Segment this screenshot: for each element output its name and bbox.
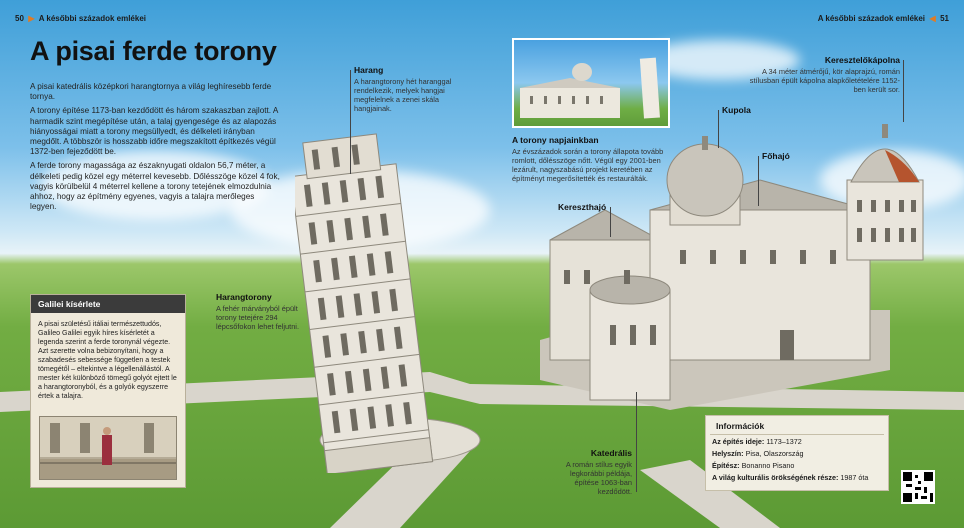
label-katedralis: Katedrális A román stílus egyik legkoráb… <box>556 448 632 497</box>
info-key: A világ kulturális örökségének része: <box>712 472 839 482</box>
leader-line <box>610 207 611 237</box>
path-diagonal-right <box>640 460 780 528</box>
leaning-tower-illustration <box>295 133 434 473</box>
label-text: A román stílus egyik legkorábbi példája,… <box>565 460 632 496</box>
info-value: 1987 óta <box>840 472 869 482</box>
info-title: Információk <box>710 416 884 435</box>
path-horizontal <box>0 372 964 412</box>
label-kereszthajo: Kereszthajó <box>558 203 606 214</box>
info-key: Helyszín: <box>712 448 744 458</box>
label-title: Harangtorony <box>216 292 272 302</box>
info-key: Építész: <box>712 460 740 470</box>
info-key: Az építés ideje: <box>712 436 765 446</box>
baptistery-illustration <box>846 124 924 261</box>
intro-paragraph: A pisai katedrális középkori harangtorny… <box>30 82 272 102</box>
page-number-left: 50 <box>15 14 24 23</box>
label-title: Főhajó <box>762 151 790 161</box>
photo-buildings <box>520 57 660 119</box>
galilei-title: Galilei kísérlete <box>31 295 185 313</box>
path-diagonal <box>330 440 480 528</box>
qr-code[interactable] <box>901 470 935 504</box>
label-text: A fehér márványból épült torony tetejére… <box>216 304 299 331</box>
page-title: A pisai ferde torony <box>30 36 277 66</box>
label-title: Kereszthajó <box>558 202 607 212</box>
leader-line <box>758 156 759 206</box>
label-title: Katedrális <box>590 448 632 458</box>
leader-line <box>350 70 351 174</box>
label-harangtorony: Harangtorony A fehér márványból épült to… <box>216 292 316 332</box>
qr-code-icon <box>903 472 933 502</box>
galilei-text: A pisai születésű itáliai természettudós… <box>38 320 177 400</box>
label-foehajo: Főhajó <box>762 152 790 163</box>
info-value: 1173–1372 <box>766 436 802 446</box>
intro-paragraph: A ferde torony magassága az északnyugati… <box>30 161 280 212</box>
info-row: Az építés ideje: 1173–1372 <box>706 435 888 447</box>
info-value: Bonanno Pisano <box>741 460 795 470</box>
galilei-figure <box>40 417 176 479</box>
label-title: Kupola <box>722 105 751 115</box>
intro-text: A pisai katedrális középkori harangtorny… <box>30 82 282 216</box>
arrow-left-icon: ◀ <box>927 14 938 23</box>
photo-inset <box>512 38 670 128</box>
label-title: Keresztelőkápolna <box>824 55 900 65</box>
label-napjaink: A torony napjainkban Az évszázadok során… <box>512 135 672 184</box>
header-right: A későbbi századok emlékei ◀ 51 <box>818 14 949 23</box>
label-text: Az évszázadok során a torony állapota to… <box>512 147 664 183</box>
label-text: A harangtorony hét haranggal rendelkezik… <box>354 77 452 113</box>
label-keresztelo: Keresztelőkápolna A 34 méter átmérőjű, k… <box>744 55 900 95</box>
leader-line <box>718 110 719 148</box>
leader-line <box>636 392 637 492</box>
info-row: A világ kulturális örökségének része: 19… <box>706 471 888 483</box>
cathedral-illustration <box>540 136 890 410</box>
label-harang: Harang A harangtorony hét haranggal rend… <box>354 65 456 114</box>
leader-line <box>903 60 904 122</box>
arrow-right-icon: ▶ <box>26 14 37 23</box>
label-kupola: Kupola <box>722 106 751 117</box>
info-row: Építész: Bonanno Pisano <box>706 459 888 471</box>
header-left: 50 ▶ A későbbi századok emlékei <box>15 14 146 23</box>
label-title: Harang <box>354 65 384 75</box>
intro-paragraph: A torony építése 1173-ban kezdődött és h… <box>30 106 278 157</box>
info-value: Pisa, Olaszország <box>745 448 804 458</box>
running-title-right: A későbbi századok emlékei <box>817 14 926 23</box>
page-number-right: 51 <box>940 14 949 23</box>
label-title: A torony napjainkban <box>512 135 599 145</box>
galilei-sidebar: Galilei kísérlete A pisai születésű itál… <box>30 294 186 488</box>
running-title-left: A későbbi századok emlékei <box>38 14 146 23</box>
galilei-image <box>39 416 177 480</box>
info-box: Információk Az építés ideje: 1173–1372 H… <box>705 415 889 491</box>
label-text: A 34 méter átmérőjű, kör alaprajzú, romá… <box>749 67 900 94</box>
info-row: Helyszín: Pisa, Olaszország <box>706 447 888 459</box>
